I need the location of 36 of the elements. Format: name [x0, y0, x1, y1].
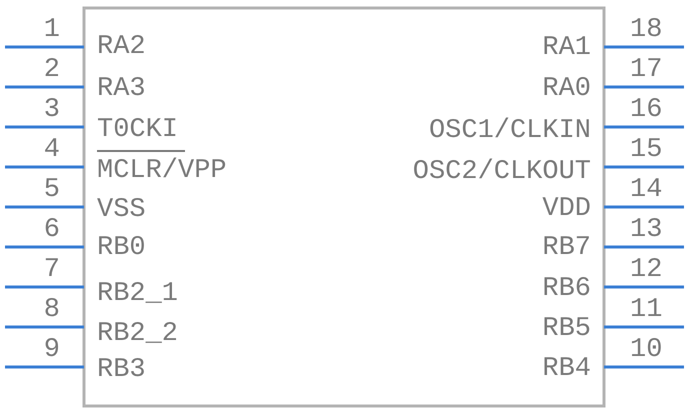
pin-number: 15 [630, 135, 662, 165]
pin-name: OSC1/CLKIN [428, 116, 591, 146]
pin-number: 7 [44, 255, 60, 285]
pin-number: 10 [630, 335, 662, 365]
pin-name: MCLR/VPP [97, 156, 227, 186]
pin-number: 14 [630, 175, 662, 205]
pin-number: 2 [44, 55, 60, 85]
pin-number: 9 [44, 335, 60, 365]
pin-name: VDD [542, 194, 591, 224]
pin-name: RB3 [97, 355, 146, 385]
pin-name: RA1 [542, 33, 591, 63]
pin-number: 11 [630, 295, 662, 325]
pin-name: RA3 [97, 74, 146, 104]
pin-name: RB7 [542, 233, 591, 263]
pin-number: 13 [630, 215, 662, 245]
pin-name: RB6 [542, 274, 591, 304]
pin-name: RB0 [97, 233, 146, 263]
pin-number: 3 [44, 95, 60, 125]
pin-name: RB5 [542, 314, 591, 344]
pin-number: 16 [630, 95, 662, 125]
pin-name: RB2_2 [97, 319, 178, 349]
pin-number: 6 [44, 215, 60, 245]
pin-number: 4 [44, 135, 60, 165]
pin-name: RA2 [97, 32, 146, 62]
pin-number: 12 [630, 255, 662, 285]
pin-name: VSS [97, 195, 146, 225]
pin-name: OSC2/CLKOUT [412, 157, 591, 187]
pin-name: T0CKI [97, 115, 178, 145]
pin-name: RA0 [542, 74, 591, 104]
pin-number: 5 [44, 175, 60, 205]
pin-name: RB4 [542, 354, 591, 384]
pin-number: 8 [44, 295, 60, 325]
pin-number: 1 [44, 15, 60, 45]
pin-number: 18 [630, 15, 662, 45]
pin-name: RB2_1 [97, 279, 178, 309]
pin-number: 17 [630, 55, 662, 85]
